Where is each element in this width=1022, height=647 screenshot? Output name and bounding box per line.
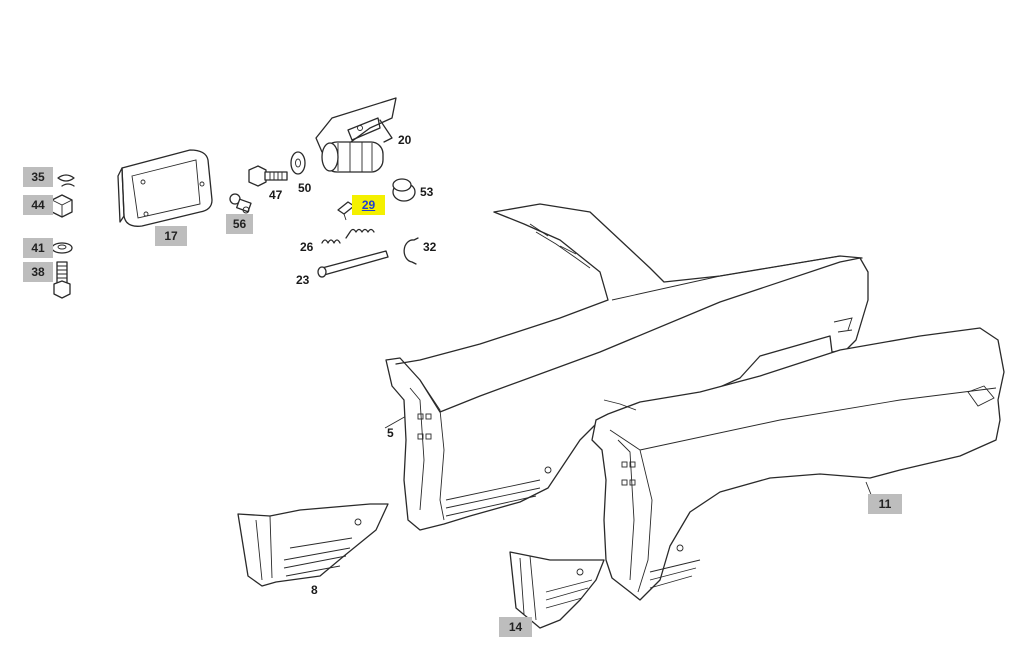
pin-part bbox=[317, 250, 389, 278]
callout-44[interactable]: 44 bbox=[23, 195, 53, 215]
fuel-flap-part bbox=[117, 149, 213, 227]
callout-50[interactable]: 50 bbox=[298, 181, 312, 195]
nut-part bbox=[51, 194, 73, 218]
repair-section-14 bbox=[509, 551, 605, 629]
callout-32[interactable]: 32 bbox=[423, 240, 437, 254]
quarter-panel-right bbox=[591, 327, 1005, 601]
washer-part bbox=[51, 242, 73, 254]
callout-11[interactable]: 11 bbox=[868, 494, 902, 514]
hex-bolt-part bbox=[248, 165, 288, 187]
spring-clip-part bbox=[57, 174, 75, 187]
callout-23[interactable]: 23 bbox=[296, 273, 310, 287]
callout-47[interactable]: 47 bbox=[269, 188, 283, 202]
callout-26[interactable]: 26 bbox=[300, 240, 314, 254]
spring-part bbox=[321, 228, 375, 244]
callout-56[interactable]: 56 bbox=[226, 214, 253, 234]
callout-8[interactable]: 8 bbox=[311, 583, 318, 597]
flat-washer-part bbox=[290, 151, 306, 175]
callout-14[interactable]: 14 bbox=[499, 617, 532, 637]
cap-part bbox=[392, 178, 416, 202]
quarter-panel-left bbox=[385, 203, 869, 531]
valve-part bbox=[229, 193, 252, 214]
callout-5[interactable]: 5 bbox=[387, 426, 394, 440]
callout-20[interactable]: 20 bbox=[398, 133, 412, 147]
repair-section-8 bbox=[237, 503, 389, 587]
latch-assembly-part bbox=[315, 97, 397, 173]
callout-29-selected[interactable]: 29 bbox=[352, 195, 385, 215]
callout-17[interactable]: 17 bbox=[155, 226, 187, 246]
circlip-part bbox=[403, 237, 419, 265]
callout-35[interactable]: 35 bbox=[23, 167, 53, 187]
bolt-part bbox=[53, 261, 71, 299]
callout-38[interactable]: 38 bbox=[23, 262, 53, 282]
callout-41[interactable]: 41 bbox=[23, 238, 53, 258]
callout-53[interactable]: 53 bbox=[420, 185, 434, 199]
